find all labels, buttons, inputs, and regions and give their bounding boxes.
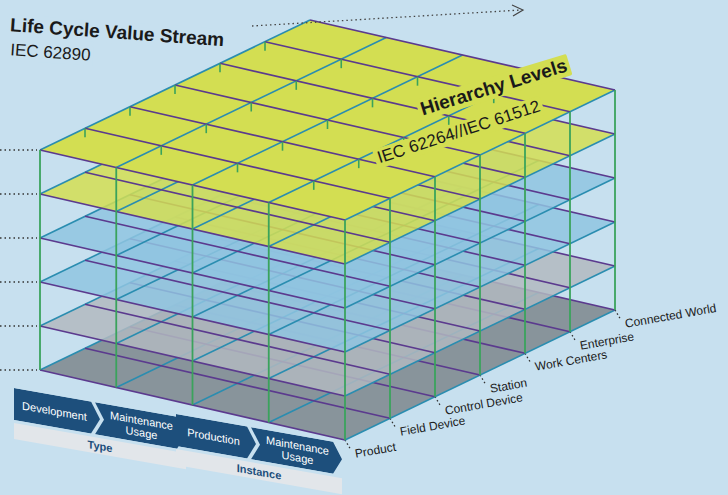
life-cycle-group: InstanceProductionMaintenance Usage [176,414,342,494]
dotted-leader [0,369,37,370]
pole [389,198,391,418]
dotted-leader [0,237,37,238]
dotted-leader [390,418,396,428]
hierarchy-level: Product [354,441,397,462]
dotted-leader [0,149,37,150]
pole [192,185,194,405]
dotted-leader [570,332,576,342]
hierarchy-level: Field Device [399,415,466,440]
pole [479,155,481,375]
pole [569,112,571,332]
pole-tick [264,42,266,51]
axis-arrow [252,5,523,26]
pole [39,150,41,370]
pole-tick [327,120,329,129]
chevron-outline [95,402,186,450]
grid-line [310,20,615,90]
pole-tick [160,146,162,155]
grid-line [85,128,390,198]
pole [115,168,117,388]
pole-tick [219,63,221,72]
pole-tick [282,142,284,151]
phase-label: Maintenance Usage [108,408,175,444]
phase-label: Development [22,399,87,423]
standard-reference: IEC 62890 [7,40,94,66]
pole-tick [84,128,86,137]
phase-label: Production [187,426,240,447]
pole [434,177,436,397]
arrow-head [512,5,523,16]
grid-line [116,38,386,168]
pole [344,220,346,440]
pole-tick [295,81,297,90]
dotted-leader [345,440,351,450]
pole-tick [250,103,252,112]
grid-line [130,107,435,177]
poles [40,42,615,440]
dotted-leader [0,193,37,194]
dotted-leader [0,325,37,326]
pole-tick [313,181,315,190]
layer-plate [40,20,615,220]
dotted-leader [435,397,441,407]
chevron-outline [176,414,256,460]
pole [524,133,526,353]
pole-tick [358,159,360,168]
pole-tick [448,116,450,125]
chevron-outline [251,427,342,475]
pole-tick [174,85,176,94]
dotted-axis [252,10,521,26]
hierarchy-level: Connected World [624,302,717,332]
pole-tick [237,163,239,172]
plate-fill [40,20,615,220]
hierarchy-level: Control Device [444,391,524,418]
pole-tick [205,124,207,133]
pole-tick [417,77,419,86]
dotted-leader [0,281,37,282]
pole [268,203,270,423]
pole-tick [129,107,131,116]
pole-tick [340,59,342,68]
phase-label: Maintenance Usage [264,433,331,469]
dotted-leader [525,353,531,363]
chevron-outline [14,388,100,435]
hierarchy-level: Enterprise [579,330,635,353]
life-cycle-group: TypeDevelopmentMaintenance Usage [14,388,186,469]
hierarchy-level: Work Centers [534,349,608,375]
pole-tick [372,98,374,107]
dotted-leader [480,375,486,385]
pole [614,90,616,310]
dotted-leader [615,310,621,320]
